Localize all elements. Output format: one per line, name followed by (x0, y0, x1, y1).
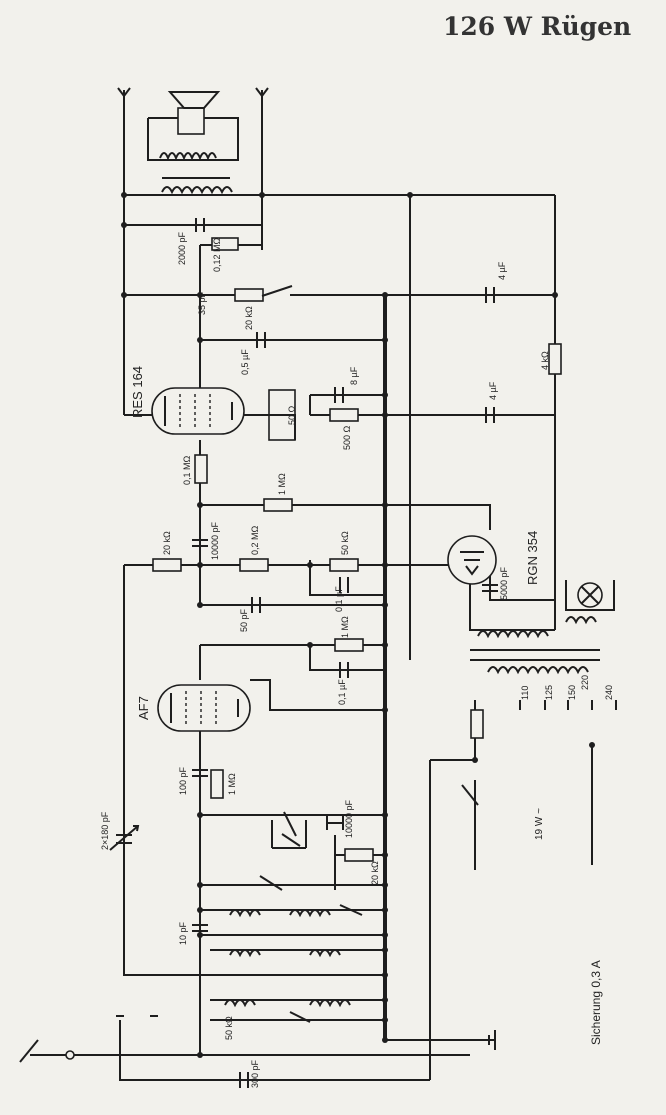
tube-label-af7: AF7 (136, 696, 151, 720)
junction-dots (121, 192, 558, 1058)
capacitor-8uf (334, 387, 344, 403)
resistor-02m (239, 558, 269, 572)
tube-res164 (124, 387, 245, 435)
schematic-title: 126 W Rügen (443, 12, 632, 41)
label-r-20k-c: 20 kΩ (370, 861, 380, 885)
fuse-icon (470, 709, 484, 739)
label-r-02m: 0,2 MΩ (250, 525, 260, 555)
resistor-20k-c (344, 848, 374, 862)
power-line-indicator (474, 742, 595, 870)
potentiometer-50 (268, 389, 296, 441)
tap-150: 150 (567, 685, 577, 700)
label-c-4uf-b: 4 µF (488, 381, 498, 400)
choke-coils (224, 616, 597, 1008)
resistor-20k-a (234, 288, 264, 302)
capacitor-01uf (339, 577, 349, 593)
wiring (30, 90, 600, 1081)
switch-icons (259, 285, 479, 1023)
label-c-10000pf-b: 10000 pF (344, 799, 354, 838)
label-r-20k-b: 20 kΩ (162, 531, 172, 555)
label-r-1m-b: 1 MΩ (340, 616, 350, 638)
capacitor-50pf (251, 597, 261, 613)
capacitor-100pf (192, 769, 208, 777)
label-r-4k: 4 kΩ (540, 351, 550, 370)
capacitor-4uf-mid (485, 407, 495, 423)
tube-label-res164: RES 164 (130, 366, 145, 418)
terminal-icon (117, 87, 131, 98)
antenna-icon (19, 1015, 158, 1063)
label-r-500: 500 Ω (342, 425, 352, 450)
label-c-2x180pf: 2×180 pF (100, 811, 110, 850)
label-c-8uf: 8 µF (349, 366, 359, 385)
mains-taps (519, 700, 617, 710)
label-r-1m-a: 1 MΩ (277, 473, 287, 495)
capacitor-01uf-b (339, 662, 349, 678)
resistor-1m-a (263, 498, 293, 512)
capacitor-4uf-top (485, 287, 495, 303)
label-c-10000pf: 10000 pF (210, 521, 220, 560)
capacitor-2000pf (195, 218, 205, 232)
capacitor-10pf (192, 924, 208, 932)
label-c-100pf: 100 pF (178, 766, 188, 795)
capacitor-10000pf-b (326, 815, 344, 830)
variable-capacitor-icon (109, 565, 307, 975)
label-r-50k-b: 50 kΩ (224, 1016, 234, 1040)
label-c-50pf: 50 pF (239, 608, 249, 632)
label-r-50k: 50 kΩ (340, 531, 350, 555)
label-c-35pf: 35 pF (197, 291, 207, 315)
resistor-1m-b (334, 638, 364, 652)
label-r-012m: 0,12 MΩ (212, 237, 222, 272)
label-r-20k-a: 20 kΩ (244, 306, 254, 330)
resistor-500 (329, 408, 359, 422)
resistor-01m (194, 454, 208, 484)
tap-220: 220 (580, 675, 590, 690)
label-c-2000pf: 2000 pF (177, 231, 187, 265)
resistor-1m-c (210, 769, 224, 799)
tube-af7 (157, 684, 251, 732)
tap-240: 240 (604, 685, 614, 700)
label-fuse: Sicherung 0,3 A (589, 960, 603, 1045)
capacitor-300pf (239, 1072, 249, 1088)
label-c-5000pf: 5000 pF (499, 566, 509, 600)
label-c-4uf-a: 4 µF (497, 261, 507, 280)
label-r-01m: 0,1 MΩ (182, 455, 192, 485)
label-c-10pf: 10 pF (178, 921, 188, 945)
label-power: 19 W ~ (534, 808, 545, 840)
capacitor-5000pf (482, 584, 498, 592)
tap-125: 125 (544, 685, 554, 700)
tap-110: 110 (520, 686, 530, 700)
resistor-012m (211, 237, 239, 251)
speaker-icon (147, 91, 239, 195)
resistor-50k (329, 558, 359, 572)
terminal-icon (255, 87, 269, 98)
label-r-1m-c: 1 MΩ (227, 773, 237, 795)
tube-label-rgn354: RGN 354 (525, 531, 540, 585)
tube-rgn354 (447, 535, 497, 585)
lamp-icon (565, 580, 615, 611)
capacitor-05uf (256, 332, 266, 348)
resistor-4k (548, 343, 562, 375)
label-c-05uf: 0,5 µF (240, 349, 250, 375)
label-c-01uf-a: 0,1 µF (334, 586, 344, 612)
ground-icon (488, 1030, 496, 1050)
capacitor-10000pf (192, 539, 208, 547)
resistor-20k-b (152, 558, 182, 572)
label-c-300pf: 300 pF (250, 1059, 260, 1088)
label-c-01uf-b: 0,1 µF (337, 679, 347, 705)
label-r-50: 50 Ω (287, 405, 297, 425)
